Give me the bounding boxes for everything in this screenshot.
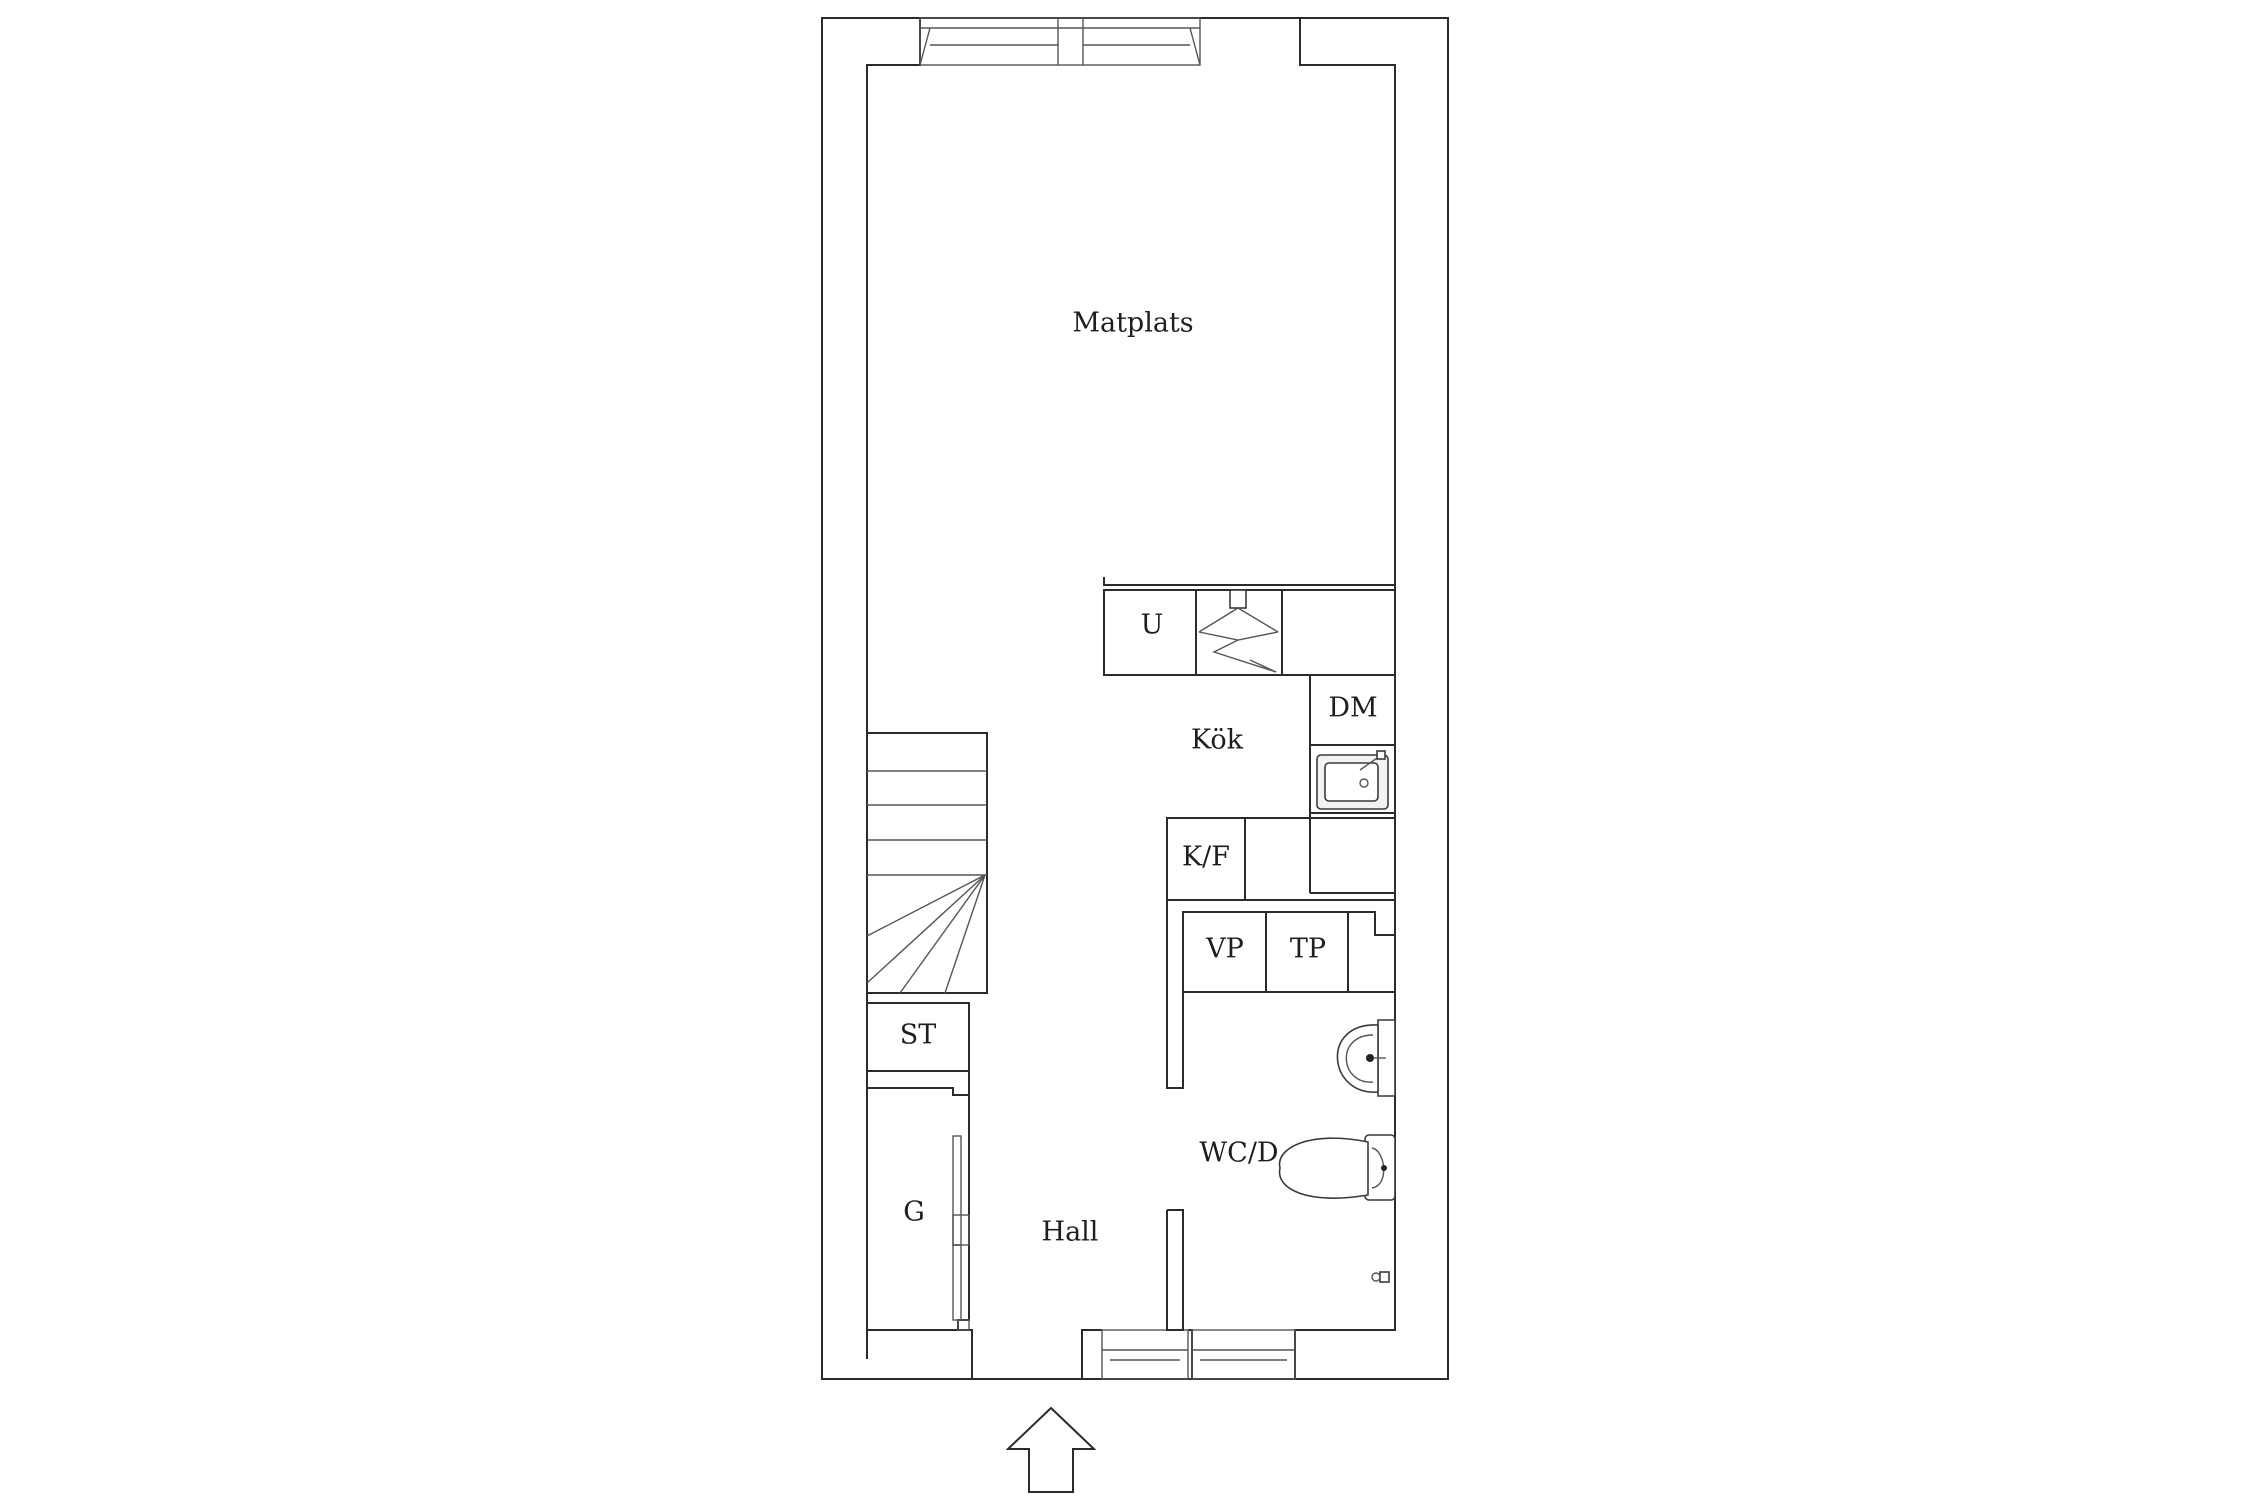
bottom-windows	[1101, 1329, 1296, 1380]
inner-wall-bottom-right	[1294, 1318, 1396, 1379]
fridge-freezer-block	[1166, 817, 1395, 901]
inner-wall-right-top	[1299, 18, 1396, 585]
washbasin-icon	[1336, 1019, 1396, 1097]
fixture-label-tp: TP	[1290, 934, 1326, 965]
kitchen-counter-right	[1309, 674, 1396, 894]
fixture-label-g: G	[903, 1197, 925, 1228]
room-label-hall: Hall	[1042, 1217, 1099, 1248]
wardrobe-g	[866, 1088, 970, 1331]
room-label-kok: Kök	[1191, 725, 1244, 756]
bathroom-walls	[1166, 900, 1395, 1331]
fixture-label-kf: K/F	[1182, 842, 1230, 873]
inner-wall-left	[866, 18, 921, 1359]
floor-drain-icon	[1371, 1271, 1390, 1283]
room-label-wc-d: WC/D	[1199, 1138, 1278, 1169]
fixture-label-u: U	[1141, 610, 1164, 641]
room-label-matplats: Matplats	[1072, 308, 1193, 339]
inner-wall-bottom-door-left	[1081, 1329, 1102, 1379]
toilet-icon	[1278, 1134, 1396, 1201]
stove-hood-icon	[1198, 589, 1279, 673]
staircase-icon	[866, 732, 988, 994]
kitchen-counter-top	[1103, 577, 1396, 676]
top-windows	[919, 17, 1201, 66]
window-frame	[919, 17, 1201, 66]
kitchen-sink-icon	[1316, 750, 1389, 810]
fixture-label-vp: VP	[1205, 934, 1244, 965]
fixture-label-dm: DM	[1328, 693, 1377, 724]
entrance-arrow-icon	[1005, 1406, 1097, 1493]
inner-wall-bottom-left	[867, 1329, 973, 1379]
fixture-label-st: ST	[900, 1020, 937, 1051]
